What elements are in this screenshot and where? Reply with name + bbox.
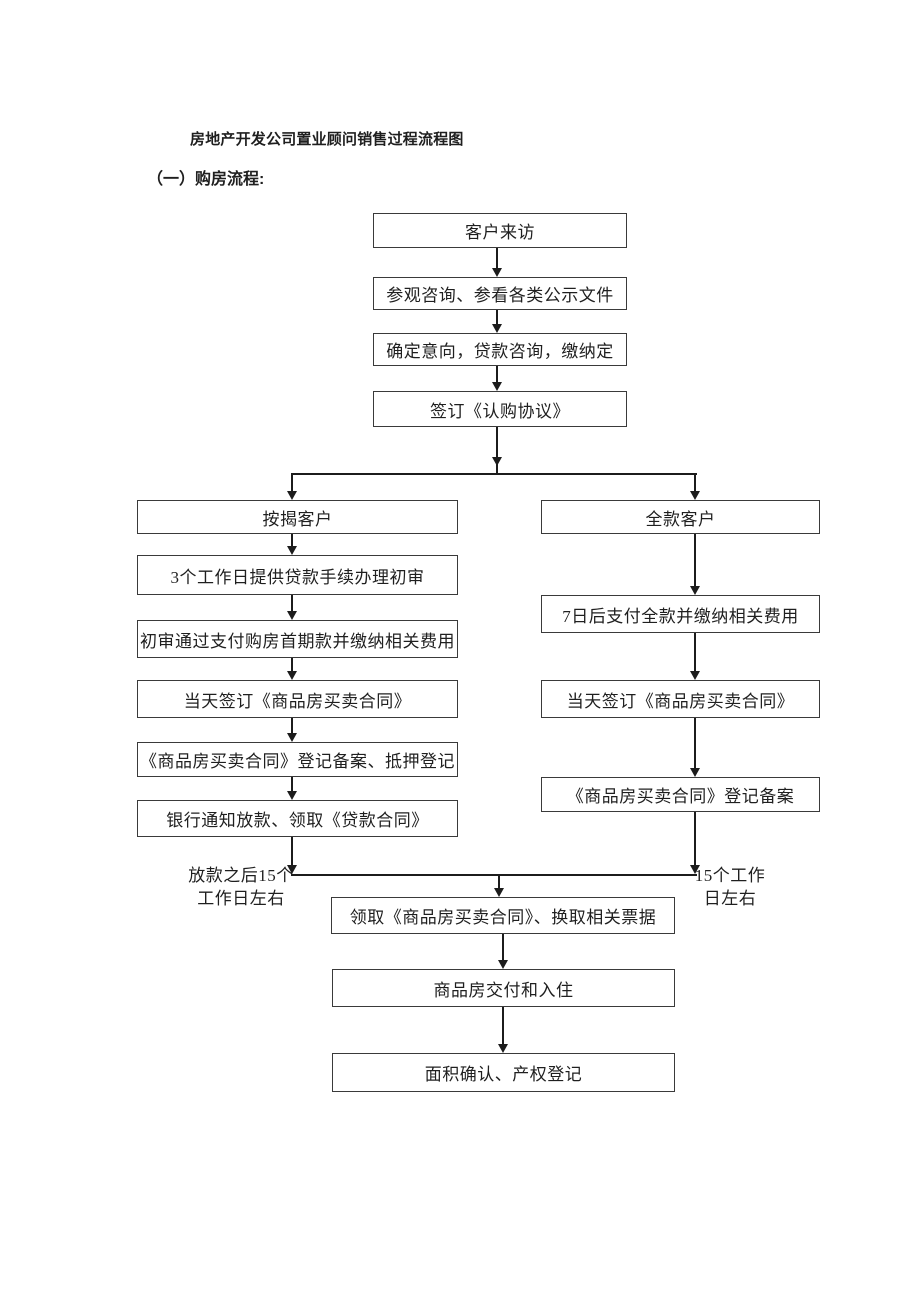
node-loan-initial-review: 3个工作日提供贷款手续办理初审 bbox=[137, 555, 458, 595]
connector-registration-loanrelease-arrowhead bbox=[287, 791, 297, 800]
connector-registration-merge-arrowhead bbox=[690, 865, 700, 874]
node-sign-sales-contract-right: 当天签订《商品房买卖合同》 bbox=[541, 680, 820, 718]
mortgage-timeline-note-line2: 工作日左右 bbox=[197, 889, 285, 908]
connector-mortgage-review-arrowhead bbox=[287, 546, 297, 555]
node-area-confirmation: 面积确认、产权登记 bbox=[332, 1053, 675, 1092]
connector-intent-sign-arrowhead bbox=[492, 382, 502, 391]
page-title: 房地产开发公司置业顾问销售过程流程图 bbox=[190, 131, 464, 148]
node-handover: 商品房交付和入住 bbox=[332, 969, 675, 1007]
fullpay-timeline-note-line2: 日左右 bbox=[703, 889, 757, 908]
node-mortgage-customer: 按揭客户 bbox=[137, 500, 458, 534]
node-sign-sales-contract-left: 当天签订《商品房买卖合同》 bbox=[137, 680, 458, 718]
node-sign-subscription: 签订《认购协议》 bbox=[373, 391, 627, 427]
node-contract-registration-fullpay: 《商品房买卖合同》登记备案 bbox=[541, 777, 820, 812]
connector-downpayment-contract-arrowhead bbox=[287, 671, 297, 680]
node-down-payment: 初审通过支付购房首期款并缴纳相关费用 bbox=[137, 620, 458, 658]
connector-payment-contract-arrowhead bbox=[690, 671, 700, 680]
node-collect-contract: 领取《商品房买卖合同》、换取相关票据 bbox=[331, 897, 675, 934]
node-pay-full-amount: 7日后支付全款并缴纳相关费用 bbox=[541, 595, 820, 633]
node-bank-loan-release: 银行通知放款、领取《贷款合同》 bbox=[137, 800, 458, 837]
node-contract-registration-mortgage: 《商品房买卖合同》登记备案、抵押登记 bbox=[137, 742, 458, 777]
connector-sign-split-arrowhead bbox=[492, 457, 502, 466]
node-fullpay-customer: 全款客户 bbox=[541, 500, 820, 534]
connector-visit-tour-arrowhead bbox=[492, 268, 502, 277]
connector-handover-area-arrowhead bbox=[498, 1044, 508, 1053]
node-confirm-intent: 确定意向，贷款咨询，缴纳定 bbox=[373, 333, 627, 366]
connector-contract-registration-right-arrowhead bbox=[690, 768, 700, 777]
connector-collect-handover-arrowhead bbox=[498, 960, 508, 969]
node-customer-visit: 客户来访 bbox=[373, 213, 627, 248]
mortgage-timeline-note-line1: 放款之后15个 bbox=[188, 866, 294, 885]
connector-split-fullpay-arrowhead bbox=[690, 491, 700, 500]
connector-tour-intent-arrowhead bbox=[492, 324, 502, 333]
connector-split-mortgage-arrowhead bbox=[287, 491, 297, 500]
connector-contract-registration-arrowhead bbox=[287, 733, 297, 742]
connector-fullpay-payment-arrowhead bbox=[690, 586, 700, 595]
connector-review-downpayment-arrowhead bbox=[287, 611, 297, 620]
node-tour-consult: 参观咨询、参看各类公示文件 bbox=[373, 277, 627, 310]
fullpay-timeline-note: 15个工作 日左右 bbox=[674, 864, 786, 910]
fullpay-timeline-note-line1: 15个工作 bbox=[694, 866, 766, 885]
connector-loanrelease-merge-arrowhead bbox=[287, 865, 297, 874]
connector-merge-collect-arrowhead bbox=[494, 888, 504, 897]
mortgage-timeline-note: 放款之后15个 工作日左右 bbox=[157, 864, 325, 910]
section-heading: （一）购房流程: bbox=[147, 171, 265, 188]
